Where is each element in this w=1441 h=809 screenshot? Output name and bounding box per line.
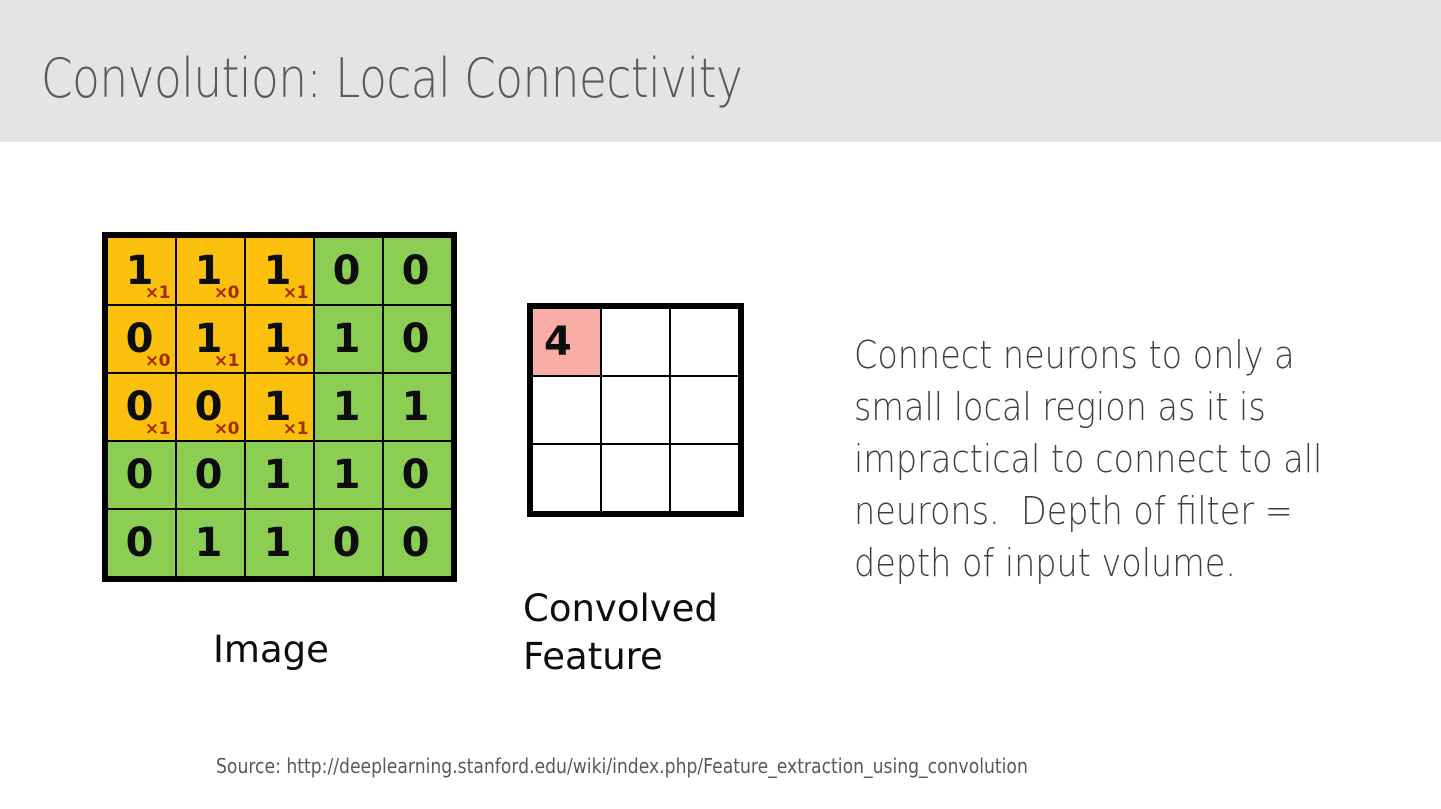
image-matrix-cell-r3c2: 1: [244, 440, 315, 510]
feature-grid-cell-r2c1: [600, 443, 671, 513]
image-matrix-cell-r2c2: 1×1: [244, 372, 315, 442]
body-paragraph: Connect neurons to only a small local re…: [854, 333, 1333, 585]
image-matrix-cell-r2c1: 0×0: [175, 372, 246, 442]
image-matrix-cell-r0c4: 0: [382, 236, 453, 306]
source-note: Source: http://deeplearning.stanford.edu…: [216, 754, 1028, 778]
image-matrix-cell-r3c3: 1: [313, 440, 384, 510]
image-matrix-cell-r2c0: 0×1: [106, 372, 177, 442]
kernel-weight-subscript: ×0: [282, 351, 309, 371]
image-matrix-cell-value: 0: [332, 520, 361, 566]
kernel-weight-subscript: ×0: [144, 351, 171, 371]
caption-image-label: Image: [213, 628, 329, 671]
image-matrix-cell-value: 0: [401, 452, 430, 498]
image-matrix-cell-r1c2: 1×0: [244, 304, 315, 374]
image-matrix-cell-value: 0: [125, 316, 154, 362]
image-matrix-cell-value: 0: [194, 384, 223, 430]
convolved-feature-table: 4: [531, 307, 740, 513]
image-matrix-cell-value: 1: [332, 452, 361, 498]
convolved-feature-body: 4: [531, 307, 740, 513]
image-matrix-cell-value: 1: [125, 248, 154, 294]
image-matrix-cell-value: 1: [194, 248, 223, 294]
image-matrix-cell-r0c3: 0: [313, 236, 384, 306]
kernel-weight-subscript: ×0: [213, 283, 240, 303]
image-matrix-cell-r3c1: 0: [175, 440, 246, 510]
image-matrix-cell-value: 1: [401, 384, 430, 430]
image-matrix-cell-r1c1: 1×1: [175, 304, 246, 374]
image-matrix-cell-value: 1: [332, 384, 361, 430]
kernel-weight-subscript: ×1: [144, 419, 171, 439]
image-matrix-cell-r2c4: 1: [382, 372, 453, 442]
image-matrix-cell-value: 0: [401, 248, 430, 294]
image-matrix-cell-value: 0: [401, 316, 430, 362]
image-matrix-cell-value: 1: [332, 316, 361, 362]
image-matrix-cell-value: 1: [263, 520, 292, 566]
feature-grid-row: [531, 443, 740, 513]
image-matrix-cell-r4c2: 1: [244, 508, 315, 578]
image-matrix-cell-r0c1: 1×0: [175, 236, 246, 306]
image-matrix-cell-value: 1: [263, 384, 292, 430]
slide-title-band: Convolution: Local Connectivity: [0, 0, 1441, 142]
feature-grid-cell-r1c1: [600, 375, 671, 445]
image-matrix-cell-r1c4: 0: [382, 304, 453, 374]
feature-grid-cell-r0c0: 4: [531, 307, 602, 377]
kernel-weight-subscript: ×0: [213, 419, 240, 439]
image-matrix-cell-r4c3: 0: [313, 508, 384, 578]
page-title: Convolution: Local Connectivity: [41, 47, 743, 110]
image-matrix-cell-r0c2: 1×1: [244, 236, 315, 306]
caption-convolved-feature-label: Convolved Feature: [523, 587, 718, 678]
kernel-weight-subscript: ×1: [282, 419, 309, 439]
feature-grid-cell-r2c0: [531, 443, 602, 513]
convolved-feature-matrix: 4: [527, 303, 744, 517]
kernel-weight-subscript: ×1: [282, 283, 309, 303]
kernel-weight-subscript: ×1: [213, 351, 240, 371]
image-matrix-cell-value: 1: [263, 452, 292, 498]
feature-grid-cell-r1c0: [531, 375, 602, 445]
image-matrix-cell-value: 1: [263, 248, 292, 294]
feature-grid-cell-value: 4: [544, 319, 572, 365]
image-matrix-cell-r4c4: 0: [382, 508, 453, 578]
image-matrix-cell-r4c0: 0: [106, 508, 177, 578]
image-matrix-cell-value: 0: [401, 520, 430, 566]
image-matrix-cell-value: 1: [263, 316, 292, 362]
image-matrix-cell-value: 0: [332, 248, 361, 294]
feature-grid-cell-r1c2: [669, 375, 740, 445]
image-matrix-cell-r3c4: 0: [382, 440, 453, 510]
image-matrix-cell-r3c0: 0: [106, 440, 177, 510]
image-matrix-cell-r2c3: 1: [313, 372, 384, 442]
image-matrix-cell-r4c1: 1: [175, 508, 246, 578]
kernel-weight-subscript: ×1: [144, 283, 171, 303]
image-matrix-cell-value: 0: [125, 452, 154, 498]
image-matrix-cell-r1c0: 0×0: [106, 304, 177, 374]
image-matrix-cell-value: 0: [194, 452, 223, 498]
feature-grid-cell-r2c2: [669, 443, 740, 513]
feature-grid-row: 4: [531, 307, 740, 377]
image-matrix-cell-value: 1: [194, 520, 223, 566]
image-matrix-cell-value: 1: [194, 316, 223, 362]
image-matrix-cell-r0c0: 1×1: [106, 236, 177, 306]
image-matrix-cell-r1c3: 1: [313, 304, 384, 374]
image-matrix-cell-value: 0: [125, 520, 154, 566]
image-matrix-cell-value: 0: [125, 384, 154, 430]
feature-grid-row: [531, 375, 740, 445]
feature-grid-cell-r0c1: [600, 307, 671, 377]
feature-grid-cell-r0c2: [669, 307, 740, 377]
